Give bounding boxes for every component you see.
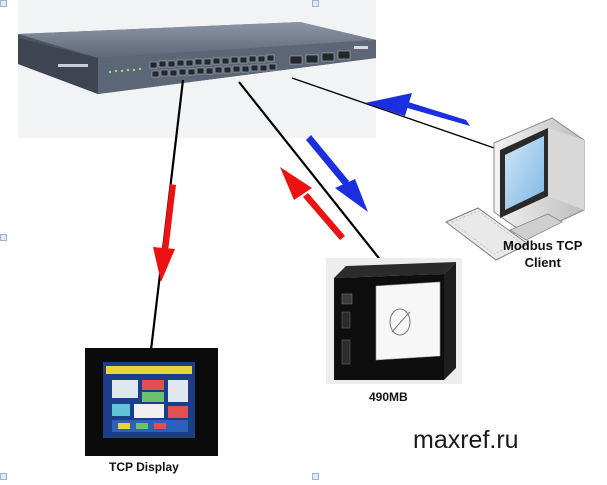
watermark-text: maxref.ru bbox=[413, 426, 519, 454]
label-tcp-display: TCP Display bbox=[109, 460, 179, 474]
desktop-computer-icon bbox=[493, 117, 585, 241]
frame-handle-top-left bbox=[0, 0, 7, 7]
cable-switch-to-490mb bbox=[238, 81, 383, 263]
network-switch-icon bbox=[18, 22, 376, 94]
label-modbus-tcp-client-line2: Client bbox=[524, 255, 561, 270]
frame-handle-bottom-left bbox=[0, 473, 7, 480]
arrow-490mb-to-switch bbox=[280, 167, 345, 240]
switch-status-leds bbox=[108, 67, 142, 74]
label-modbus-tcp-client: Modbus TCP Client bbox=[503, 237, 582, 271]
gateway-box-icon bbox=[326, 258, 462, 384]
frame-handle-top-center bbox=[312, 0, 319, 7]
gateway-logo bbox=[389, 308, 411, 336]
keyboard-icon bbox=[445, 207, 529, 261]
switch-nameplate bbox=[58, 64, 88, 67]
frame-handle-middle-left bbox=[0, 234, 7, 241]
switch-logo bbox=[354, 46, 368, 49]
label-modbus-tcp-client-line1: Modbus TCP bbox=[503, 238, 583, 253]
switch-ports bbox=[149, 50, 351, 78]
arrow-switch-to-display bbox=[153, 184, 176, 282]
cable-switch-to-client bbox=[291, 77, 501, 151]
label-490mb: 490MB bbox=[369, 390, 408, 404]
frame-handle-bottom-center bbox=[312, 473, 319, 480]
arrow-switch-to-490mb bbox=[306, 135, 368, 212]
touch-panel-icon bbox=[85, 348, 218, 456]
arrow-client-to-switch bbox=[365, 93, 470, 126]
